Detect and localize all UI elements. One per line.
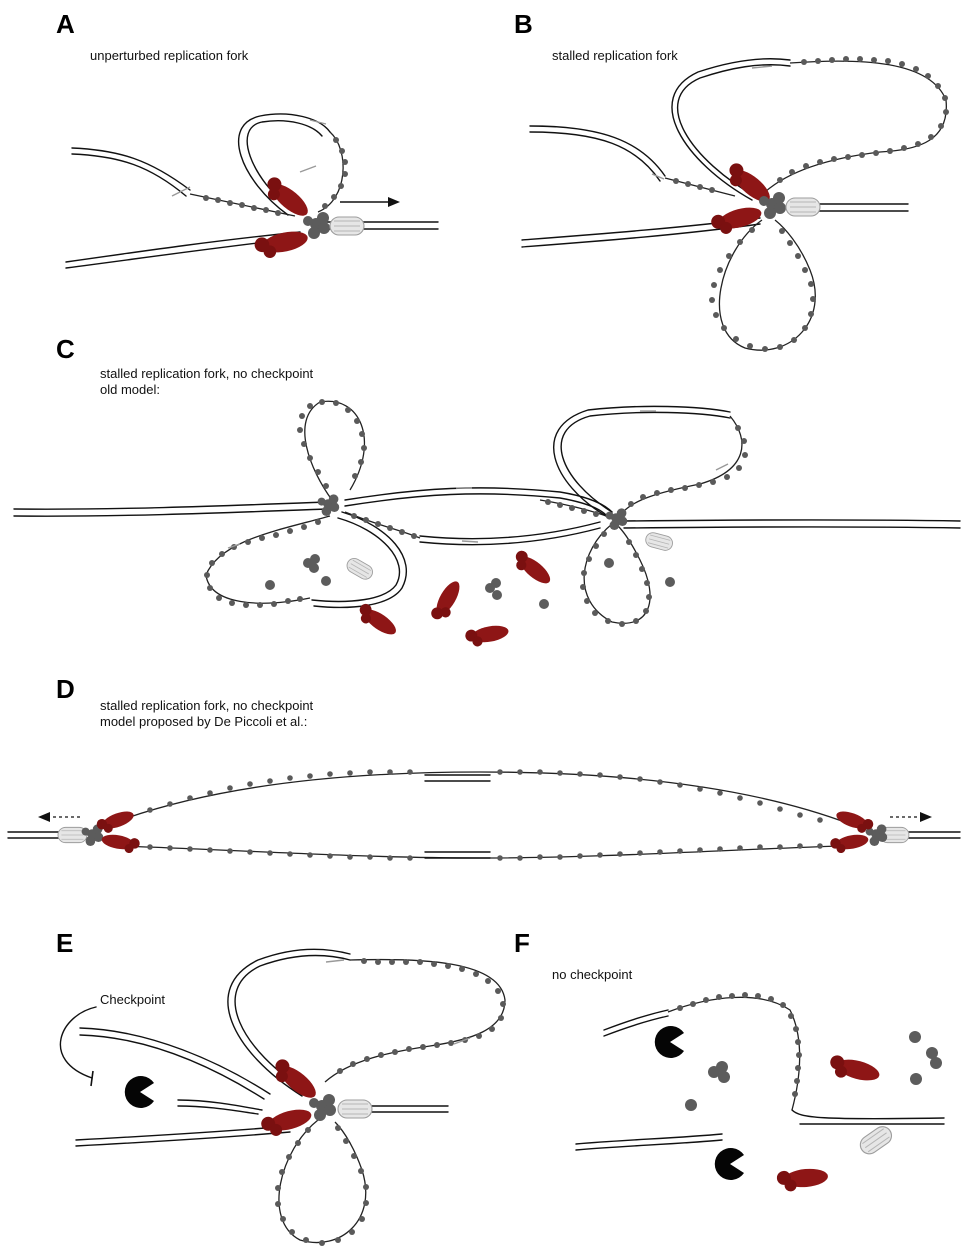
ssdna-c1 (297, 399, 367, 500)
ssdna-f1 (668, 992, 802, 1110)
replication-protein-icon (253, 228, 310, 261)
panel-caption-c-line2: old model: (100, 382, 160, 397)
replication-protein-icon (100, 832, 140, 854)
ssdna-c6 (580, 524, 652, 627)
panel-caption-f: no checkpoint (552, 967, 633, 982)
ssdna-b3 (709, 220, 816, 352)
replication-protein-icon (510, 548, 555, 590)
replication-protein-icon (354, 602, 400, 641)
sliding-clamp-icon (857, 1123, 895, 1157)
ssdna-e2 (275, 1120, 369, 1246)
panel-caption-d-line2: model proposed by De Piccoli et al.: (100, 714, 307, 729)
panel-label-b: B (514, 9, 533, 39)
sliding-clamp-icon (330, 217, 364, 235)
replication-protein-icon (710, 204, 765, 237)
ssdna-c3 (345, 512, 420, 539)
ssdna-b2 (665, 178, 735, 196)
panel-caption-b: stalled replication fork (552, 48, 678, 63)
replication-protein-icon (260, 174, 313, 223)
replication-protein-icon (776, 1167, 829, 1192)
replication-protein-icon (829, 832, 869, 854)
ssdna-d-beads (127, 769, 823, 861)
replication-protein-icon (268, 1056, 321, 1105)
helicase-complex-icon (309, 1094, 336, 1121)
ssdna-a2 (318, 132, 348, 212)
panel-caption-e: Checkpoint (100, 992, 165, 1007)
nuclease-pacman-icon (125, 1076, 154, 1108)
right-dashed-arrow (890, 812, 932, 822)
checkpoint-inhibition-line (60, 1007, 96, 1086)
panel-caption-c-line1: stalled replication fork, no checkpoint (100, 366, 314, 381)
left-dashed-arrow (38, 812, 80, 822)
sliding-clamp-icon (644, 531, 674, 552)
panel-a: A unperturbed replication fork (56, 9, 438, 268)
sliding-clamp-icon (338, 1100, 372, 1118)
free-helicase-subunits-f (685, 1031, 942, 1111)
ssdna-b1 (765, 56, 949, 192)
panel-e: E Checkpoint (56, 928, 506, 1246)
sliding-clamp-icon (786, 198, 820, 216)
panel-label-f: F (514, 928, 530, 958)
direction-arrow (340, 197, 400, 207)
panel-f: F no checkpoint (514, 928, 944, 1192)
panel-label-a: A (56, 9, 75, 39)
nuclease-pacman-icon (715, 1148, 744, 1180)
ssdna-c5 (620, 416, 748, 516)
panel-c: C stalled replication fork, no checkpoin… (14, 334, 960, 648)
panel-caption-a: unperturbed replication fork (90, 48, 249, 63)
ssdna-e1 (325, 958, 506, 1082)
panel-caption-d-line1: stalled replication fork, no checkpoint (100, 698, 314, 713)
panel-label-e: E (56, 928, 73, 958)
replication-protein-icon (429, 578, 466, 624)
helicase-complex-icon (303, 212, 330, 239)
panel-d: D stalled replication fork, no checkpoin… (8, 674, 960, 861)
replication-protein-icon (464, 623, 510, 648)
panel-label-c: C (56, 334, 75, 364)
replication-protein-icon (827, 1054, 882, 1087)
nuclease-pacman-icon (655, 1026, 684, 1058)
panel-label-d: D (56, 674, 75, 704)
sliding-clamp-icon (344, 556, 375, 582)
panel-b: B stalled replication fork (514, 9, 949, 352)
helicase-complex-icon (318, 494, 340, 516)
